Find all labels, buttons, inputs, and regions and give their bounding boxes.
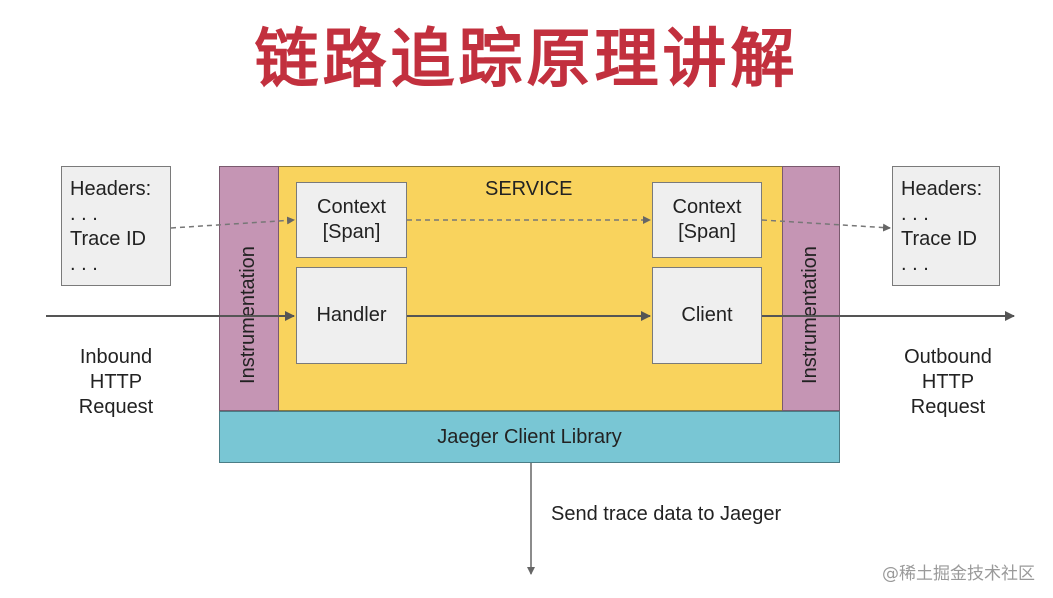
jaeger-client-library: Jaeger Client Library <box>219 411 840 463</box>
outbound-headers-box: Headers: . . . Trace ID . . . <box>892 166 1000 286</box>
request-line: Request <box>910 396 986 418</box>
headers-ellipsis: . . . <box>901 203 929 225</box>
headers-to-context-dashed <box>170 216 295 229</box>
span-label: [Span] <box>678 221 736 243</box>
context-label: Context <box>672 196 742 218</box>
handler-box: Handler <box>296 267 407 364</box>
http-line: HTTP <box>921 371 975 393</box>
instrumentation-right <box>782 166 840 411</box>
headers-ellipsis: . . . <box>70 203 98 225</box>
headers-ellipsis: . . . <box>901 253 929 275</box>
trace-id-label: Trace ID <box>70 228 146 250</box>
span-label: [Span] <box>322 221 381 243</box>
headers-label: Headers: <box>70 178 152 200</box>
inbound-line: Inbound <box>79 346 153 368</box>
inbound-headers-box: Headers: . . . Trace ID . . . <box>61 166 171 286</box>
inbound-label: Inbound HTTP Request <box>56 345 176 420</box>
instrumentation-left <box>219 166 279 411</box>
context-span-right: Context [Span] <box>652 182 762 258</box>
service-label: SERVICE <box>485 178 573 200</box>
watermark: @稀土掘金技术社区 <box>882 564 1035 584</box>
http-line: HTTP <box>89 371 143 393</box>
context-label: Context <box>317 196 386 218</box>
send-trace-label: Send trace data to Jaeger <box>551 503 782 525</box>
context-to-headers-dashed <box>761 219 891 232</box>
outbound-line: Outbound <box>904 346 992 368</box>
trace-id-label: Trace ID <box>901 228 977 250</box>
request-line: Request <box>78 396 154 418</box>
headers-ellipsis: . . . <box>70 253 98 275</box>
outbound-label: Outbound HTTP Request <box>888 345 1008 420</box>
context-span-left: Context [Span] <box>296 182 407 258</box>
headers-label: Headers: <box>901 178 983 200</box>
page-title: 链路追踪原理讲解 <box>254 23 799 97</box>
client-box: Client <box>652 267 762 364</box>
